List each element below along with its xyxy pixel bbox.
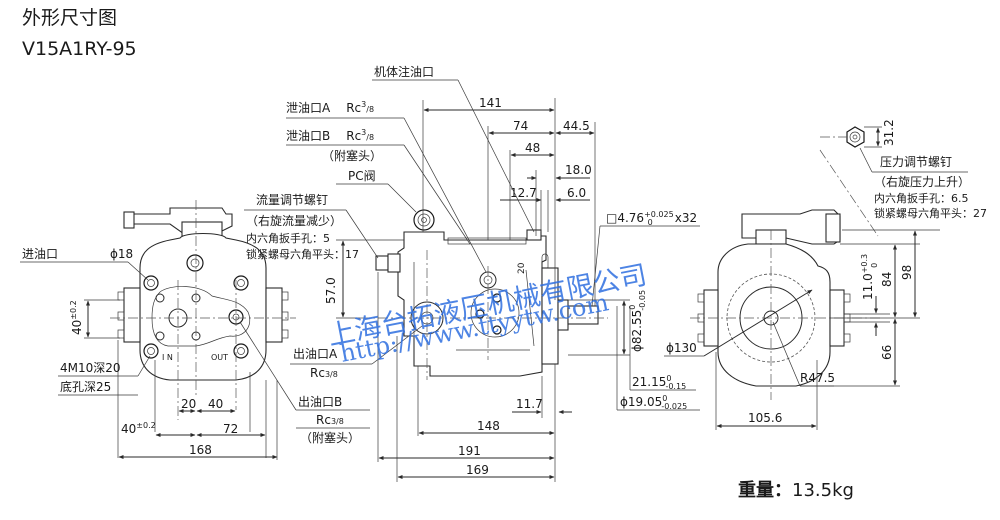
pressure-screw-locknut: 锁紧螺母六角平头：27 bbox=[874, 206, 987, 220]
inlet-label: 进油口 bbox=[22, 247, 58, 261]
flange-diameter: ϕ130 bbox=[666, 341, 697, 355]
flow-screw-direction: （右旋流量减少） bbox=[246, 213, 342, 228]
outlet-a-thread: Rc3/8 bbox=[310, 366, 338, 380]
right-view: 31.2 11.0+0.30 84 98 66 ϕ130 R47.5 105.6 bbox=[664, 119, 940, 430]
left-view: I N OUT 40±0.2 20 40 40±0.2 72 168 bbox=[69, 200, 296, 460]
mount-bolt bbox=[233, 343, 249, 359]
model-number: V15A1RY-95 bbox=[22, 38, 137, 60]
pump-body-rear bbox=[717, 243, 831, 387]
dim-74: 74 bbox=[513, 119, 528, 133]
outlet-a-label: 出油口A bbox=[293, 347, 338, 361]
outlet-b-thread: Rc3/8 bbox=[316, 413, 344, 427]
dim-6-0: 6.0 bbox=[567, 186, 586, 200]
dim-191: 191 bbox=[458, 444, 481, 458]
key-height: 21.150-0.15 bbox=[632, 374, 686, 391]
inlet-diameter: ϕ18 bbox=[110, 247, 133, 261]
outlet-b-label: 出油口B bbox=[298, 395, 342, 409]
mount-hole-thread: 4M10深20 bbox=[60, 361, 121, 375]
dim-169: 169 bbox=[466, 463, 489, 477]
fill-plug bbox=[526, 229, 542, 241]
dim-48: 48 bbox=[525, 141, 540, 155]
dim-40-vertical: 40±0.2 bbox=[69, 300, 84, 335]
pressure-screw-title: 压力调节螺钉 bbox=[880, 155, 952, 169]
dim-72: 72 bbox=[223, 422, 238, 436]
right-flange bbox=[265, 287, 283, 343]
flow-screw-title: 流量调节螺钉 bbox=[256, 193, 328, 207]
dim-11-0: 11.0+0.30 bbox=[860, 254, 879, 300]
drain-b-plug-note: （附塞头） bbox=[322, 148, 382, 163]
dim-98: 98 bbox=[900, 265, 914, 280]
mount-hole-depth: 底孔深25 bbox=[60, 379, 111, 394]
fill-port-label: 机体注油口 bbox=[374, 64, 434, 79]
dim-105-6: 105.6 bbox=[748, 411, 782, 425]
dim-20: 20 bbox=[181, 397, 196, 411]
side-view: 141 74 44.5 48 18.0 12.7 6.0 57.0 20 □4.… bbox=[324, 96, 700, 482]
pressure-screw-callout: 压力调节螺钉 （右旋压力上升） 内六角扳手孔：6.5 锁紧螺母六角平头：27 bbox=[859, 147, 987, 220]
dim-18-0: 18.0 bbox=[565, 163, 592, 177]
flow-screw-locknut: 锁紧螺母六角平头：17 bbox=[246, 247, 359, 261]
pressure-adjuster-hex bbox=[846, 126, 865, 148]
dim-11-7: 11.7 bbox=[516, 397, 543, 411]
flow-screw-hex-key: 内六角扳手孔：5 bbox=[246, 231, 330, 245]
top-bolt bbox=[186, 254, 204, 272]
radius-label: R47.5 bbox=[800, 371, 835, 385]
mount-bolt bbox=[143, 343, 159, 359]
dim-31-2: 31.2 bbox=[882, 119, 896, 146]
compensator-plug bbox=[123, 211, 135, 229]
dim-168: 168 bbox=[189, 443, 212, 457]
pc-valve-label: PC阀 bbox=[348, 169, 376, 183]
outlet-a-callout: 出油口A Rc3/8 bbox=[290, 325, 423, 380]
drawing-title: 外形尺寸图 bbox=[22, 7, 117, 29]
out-mark: OUT bbox=[211, 353, 228, 362]
mounting-holes-callout: 4M10深20 底孔深25 bbox=[58, 355, 151, 396]
inlet-callout: 进油口 ϕ18 bbox=[20, 247, 149, 281]
dim-12-7: 12.7 bbox=[510, 186, 537, 200]
dim-40-horizontal: 40±0.2 bbox=[121, 421, 156, 436]
dim-40: 40 bbox=[208, 397, 223, 411]
dim-44-5: 44.5 bbox=[563, 119, 590, 133]
outlet-b-callout: 出油口B Rc3/8 （附塞头） bbox=[239, 321, 370, 445]
dim-148: 148 bbox=[477, 419, 500, 433]
dim-66: 66 bbox=[880, 345, 894, 360]
dim-57-0: 57.0 bbox=[324, 277, 338, 304]
port-plate bbox=[470, 288, 520, 338]
outlet-b-plug-note: （附塞头） bbox=[300, 430, 360, 445]
dim-84: 84 bbox=[880, 272, 894, 287]
pressure-adjust-screw bbox=[825, 213, 841, 243]
pc-valve-callout: PC阀 bbox=[336, 169, 417, 213]
body-fill-port-callout: 机体注油口 bbox=[372, 64, 535, 233]
weight: 重量：13.5kg bbox=[738, 479, 854, 501]
dim-141: 141 bbox=[479, 96, 502, 110]
flow-screw-callout: 流量调节螺钉 （右旋流量减少） 内六角扳手孔：5 锁紧螺母六角平头：17 bbox=[244, 193, 379, 261]
drive-shaft bbox=[567, 305, 599, 325]
pc-valve-adjuster bbox=[413, 209, 435, 231]
pressure-screw-direction: （右旋压力上升） bbox=[874, 174, 970, 189]
pressure-screw-hex-key: 内六角扳手孔：6.5 bbox=[874, 191, 969, 205]
mount-bolt bbox=[233, 275, 249, 291]
shaft-diameter: ϕ19.050-0.025 bbox=[620, 394, 687, 411]
in-mark: I N bbox=[162, 353, 173, 362]
pump-body-front bbox=[139, 232, 267, 381]
dim-small-20: 20 bbox=[517, 262, 527, 274]
left-flange bbox=[123, 287, 141, 343]
pilot-diameter: ϕ82.550-0.05 bbox=[628, 290, 647, 352]
